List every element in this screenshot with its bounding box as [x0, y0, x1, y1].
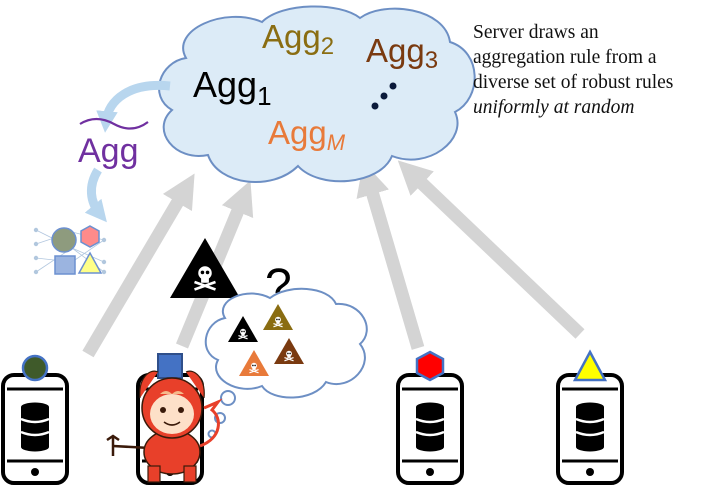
upload-arrow-4	[397, 160, 585, 339]
caption-line-4: uniformly at random	[473, 97, 635, 118]
neural-network-icon	[33, 225, 107, 275]
caption-line-3: diverse set of robust rules	[473, 72, 674, 93]
devil-avatar	[106, 370, 223, 483]
client-1-model-circle	[21, 354, 49, 382]
upload-arrows	[82, 160, 585, 358]
rule-agg-2-label: Agg	[262, 18, 321, 55]
rule-agg-3-sub: 3	[425, 47, 438, 74]
draw-rule-arrow	[96, 80, 171, 133]
rule-agg-1: Agg1	[193, 64, 272, 111]
svg-text:AggM: AggM	[268, 114, 346, 155]
upload-arrow-3	[356, 161, 425, 350]
selected-rule: Agg	[78, 117, 149, 170]
smartphone-database-icon	[556, 373, 624, 485]
svg-text:Agg2: Agg2	[262, 18, 334, 60]
rule-agg-2: Agg2	[262, 18, 334, 60]
svg-text:Agg3: Agg3	[366, 32, 438, 74]
client-2-attacker	[106, 353, 223, 485]
thought-cloud	[204, 287, 368, 439]
more-rules-dots	[371, 82, 397, 110]
caption-line-2: aggregation rule from a	[473, 47, 657, 68]
tilde-mark	[79, 117, 149, 130]
upload-arrow-1	[82, 173, 195, 358]
client-3-model-hexagon	[415, 350, 445, 382]
client-4-model-triangle	[572, 349, 608, 382]
server-cloud	[158, 5, 476, 184]
client-4	[556, 349, 624, 485]
rule-agg-3: Agg3	[366, 32, 438, 74]
rule-agg-2-sub: 2	[321, 33, 334, 60]
smartphone-database-icon	[1, 373, 69, 485]
rule-agg-m-label: Agg	[268, 114, 327, 151]
rule-agg-m: AggM	[268, 114, 346, 155]
client-1	[1, 354, 69, 485]
poison-icon-gold	[263, 304, 293, 330]
client-3	[396, 350, 464, 485]
svg-text:Agg1: Agg1	[193, 64, 272, 111]
poison-icon-brown	[274, 338, 304, 364]
rule-agg-1-sub: 1	[257, 81, 271, 111]
smartphone-database-icon	[396, 373, 464, 485]
rule-agg-m-sub: M	[327, 130, 346, 155]
poison-icon-orange	[239, 350, 269, 376]
apply-rule-arrow	[84, 167, 107, 223]
poison-icon-black	[228, 316, 258, 342]
server-caption: Server draws an aggregation rule from a …	[473, 20, 708, 120]
rule-agg-1-label: Agg	[193, 64, 257, 105]
rule-agg-3-label: Agg	[366, 32, 425, 69]
poison-warning-icon	[170, 238, 240, 298]
caption-line-1: Server draws an	[473, 22, 599, 43]
client-2-model-square	[157, 353, 183, 379]
selected-rule-label: Agg	[78, 132, 139, 170]
